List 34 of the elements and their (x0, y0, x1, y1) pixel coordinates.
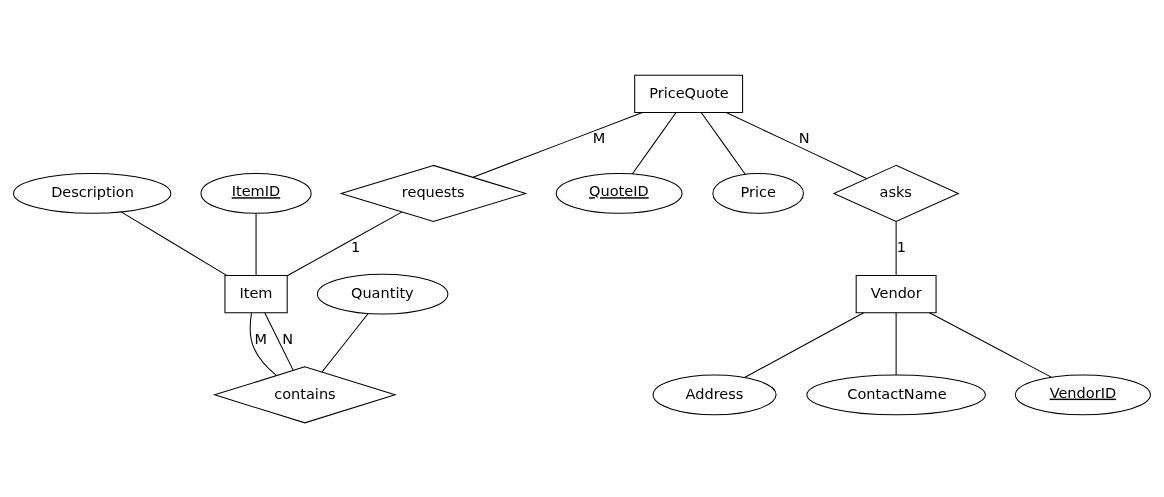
node-box: Item (224, 274, 288, 313)
node-ellipse: Description (13, 172, 172, 214)
edge-label: N (282, 330, 294, 347)
edge-label: M (592, 129, 606, 146)
node-ellipse: Price (712, 172, 804, 214)
node-ellipse: ContactName (806, 373, 986, 415)
node-diamond: contains (212, 365, 397, 423)
edge-label: M (254, 330, 267, 347)
node-ellipse: Quantity (316, 273, 449, 315)
connector (700, 111, 746, 175)
node-ellipse: ItemID (200, 172, 312, 214)
node-ellipse: VendorID (1014, 373, 1151, 415)
connector (472, 111, 643, 178)
connector (725, 111, 868, 179)
connector (895, 220, 897, 276)
connector (249, 312, 277, 376)
node-ellipse: QuoteID (555, 172, 683, 214)
node-box: PriceQuote (634, 74, 744, 113)
connector (744, 311, 865, 378)
connector (264, 311, 294, 371)
connector (321, 312, 369, 372)
connector (929, 311, 1052, 378)
connector (286, 211, 403, 276)
node-diamond: asks (832, 164, 960, 222)
connector (895, 311, 897, 375)
connector (255, 212, 257, 276)
connector (631, 111, 677, 174)
edge-label: 1 (896, 238, 906, 255)
node-ellipse: Address (652, 373, 777, 415)
edge-label: 1 (351, 238, 361, 255)
connector (120, 210, 228, 276)
edge-label: N (798, 129, 810, 146)
node-box: Vendor (855, 274, 937, 313)
node-diamond: requests (339, 164, 528, 222)
